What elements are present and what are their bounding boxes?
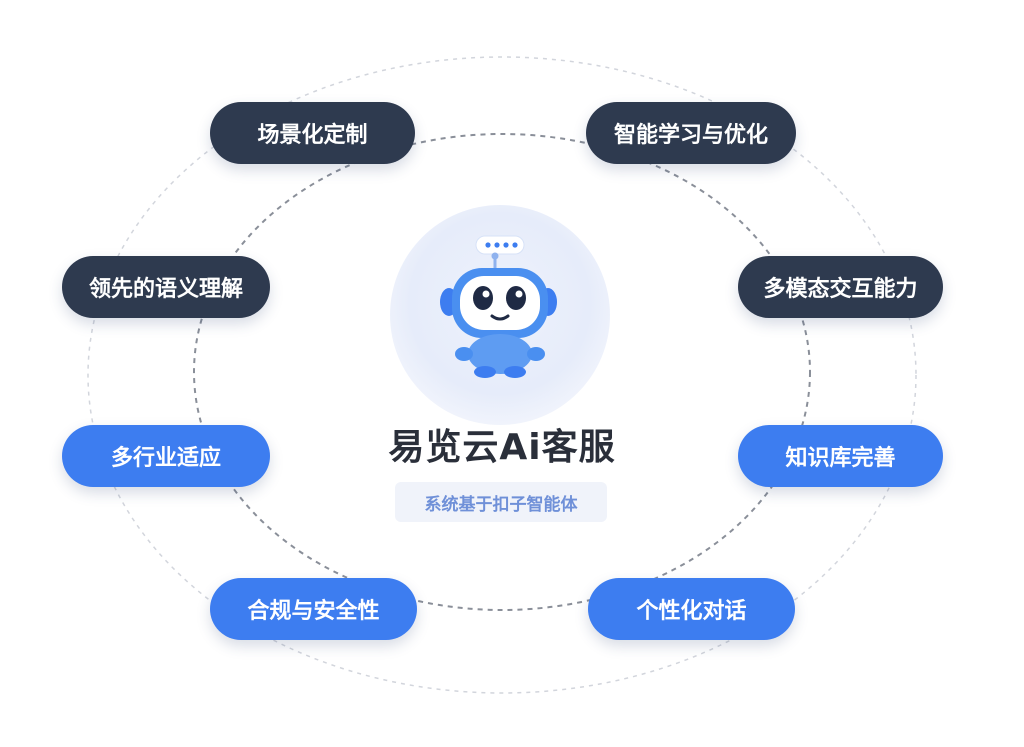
node-smart-learning: 智能学习与优化 bbox=[586, 102, 796, 164]
center-subtitle: 系统基于扣子智能体 bbox=[395, 482, 607, 522]
outer-ring bbox=[87, 56, 917, 694]
inner-ring bbox=[193, 133, 811, 611]
node-multi-industry: 多行业适应 bbox=[62, 425, 270, 487]
node-knowledge-base: 知识库完善 bbox=[738, 425, 943, 487]
node-multimodal-interaction: 多模态交互能力 bbox=[738, 256, 943, 318]
robot-mascot-icon bbox=[440, 235, 557, 378]
node-semantic-understanding: 领先的语义理解 bbox=[62, 256, 270, 318]
node-compliance-security: 合规与安全性 bbox=[210, 578, 417, 640]
node-personalized-dialogue: 个性化对话 bbox=[588, 578, 795, 640]
center-title: 易览云Ai客服 bbox=[388, 427, 616, 468]
node-scene-customization: 场景化定制 bbox=[210, 102, 415, 164]
